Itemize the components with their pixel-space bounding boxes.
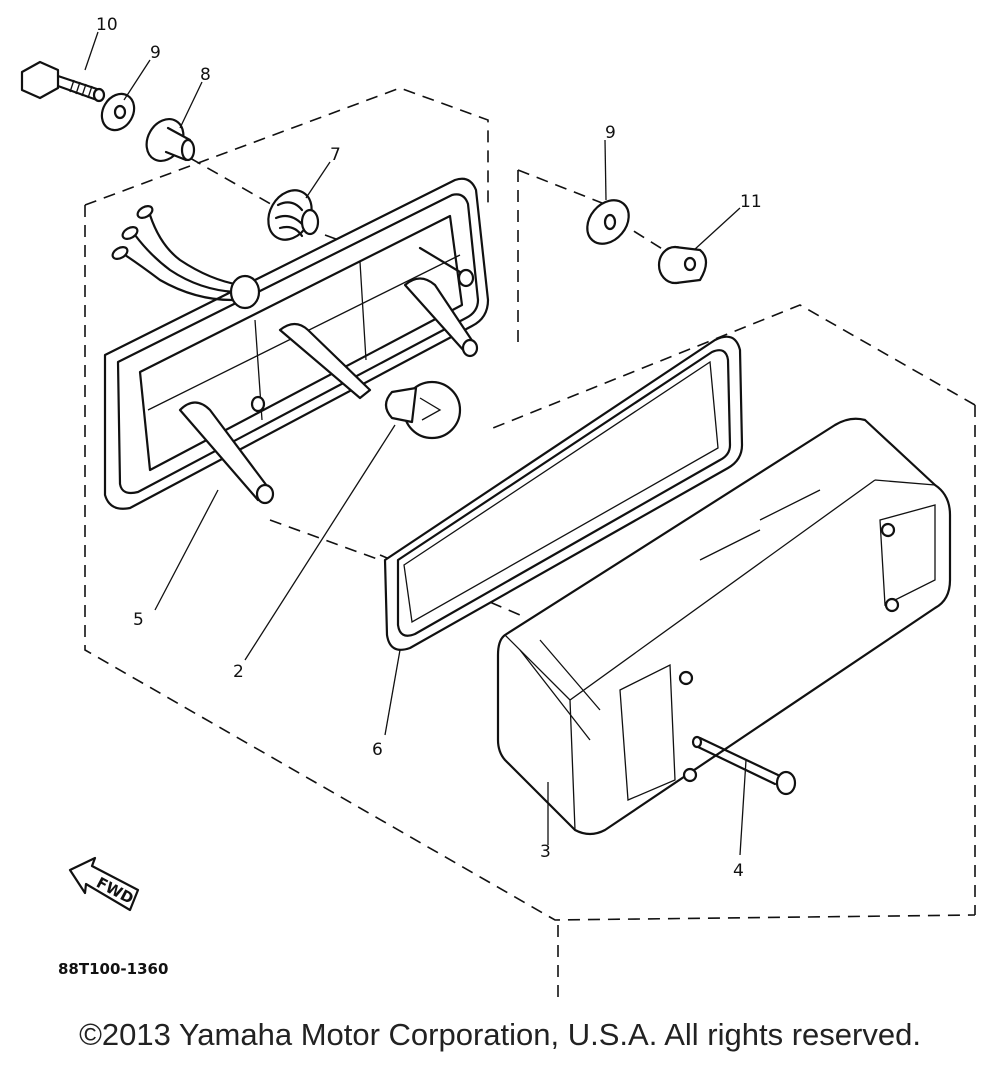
callout-4: 4 xyxy=(733,861,744,881)
exploded-parts-diagram: 10 9 8 7 9 11 5 2 6 3 4 FWD 88T100-1360 xyxy=(20,15,976,1005)
callout-2: 2 xyxy=(233,662,244,682)
callout-6: 6 xyxy=(372,740,383,760)
callouts: 10 9 8 7 9 11 5 2 6 3 4 xyxy=(96,15,762,881)
callout-5: 5 xyxy=(133,610,144,630)
callout-3: 3 xyxy=(540,842,551,862)
bulb-part-2 xyxy=(384,380,462,440)
callout-11: 11 xyxy=(740,192,762,212)
grommet-part-7 xyxy=(267,189,320,241)
washer-part-9-right xyxy=(586,199,630,245)
leader-lines xyxy=(84,31,747,856)
collar-part-11 xyxy=(657,245,708,285)
collar-part-8 xyxy=(145,118,196,162)
callout-9-left: 9 xyxy=(150,43,161,63)
callout-9-right: 9 xyxy=(605,123,616,143)
gasket-part-6 xyxy=(383,335,744,651)
screw-part-4 xyxy=(691,735,797,796)
callout-8: 8 xyxy=(200,65,211,85)
copyright-notice: ©2013 Yamaha Motor Corporation, U.S.A. A… xyxy=(79,1017,921,1052)
fwd-arrow-icon: FWD xyxy=(68,856,140,912)
callout-7: 7 xyxy=(330,145,341,165)
bolt-part-10 xyxy=(20,60,106,103)
lens-part-3 xyxy=(496,417,952,836)
lamp-housing xyxy=(103,177,490,510)
part-code: 88T100-1360 xyxy=(58,960,168,978)
callout-10: 10 xyxy=(96,15,118,35)
